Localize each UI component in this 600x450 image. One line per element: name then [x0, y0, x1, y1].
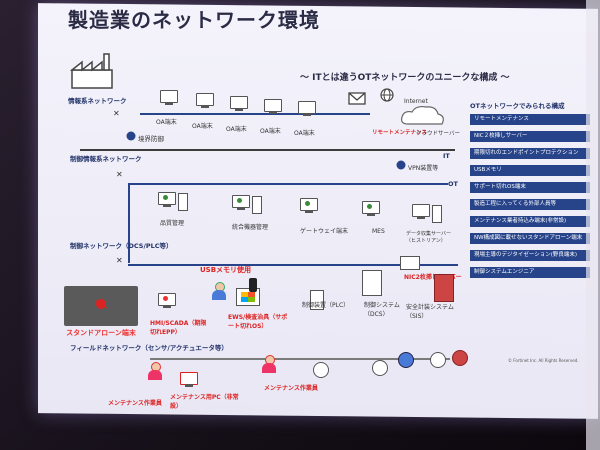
quality-label: 品質管理 [160, 220, 185, 227]
screen-edge [586, 0, 600, 450]
integrated-cabinet [252, 196, 262, 214]
oa-terminal-4 [264, 99, 282, 114]
vpn-label: VPN装置等 [408, 165, 439, 172]
windows-logo-icon [241, 292, 255, 302]
nic2-server [400, 256, 420, 270]
control-info-network-line [128, 183, 448, 185]
panel-title: OTネットワークでみられる構成 [470, 102, 565, 110]
valve-icon-4 [452, 350, 468, 366]
panel-item: 制御システムエンジニア [470, 267, 590, 278]
oa-label-2: OA端末 [192, 123, 213, 130]
hmi-alert-icon [163, 296, 168, 301]
data-server-pc [412, 204, 430, 219]
remote-maint-label: リモートメンテナンス [372, 130, 427, 136]
cross-icon-1: ✕ [113, 109, 120, 118]
standalone-label: スタンドアローン端末 [66, 329, 136, 337]
plc-cabinet [310, 290, 324, 310]
oa-terminal-2 [196, 93, 214, 108]
vertical-trunk [128, 183, 130, 263]
cross-icon-2: ✕ [116, 170, 123, 179]
plc-label: 制御装置（PLC） [302, 302, 350, 309]
oa-terminal-3 [230, 96, 248, 111]
panel-item: NW構成図に載せないスタンドアローン端末 [470, 233, 590, 244]
bug-icon [94, 299, 108, 309]
oa-label-1: OA端末 [156, 119, 177, 126]
cloud-server-label: クラウドサーバー [416, 131, 460, 137]
ews-terminal [236, 288, 260, 306]
control-network-label: 制御ネットワーク（DCS/PLC等） [70, 242, 173, 250]
usb-user-icon [212, 282, 226, 300]
ews-label: EWS/検査治具（サポート切れOS） [228, 314, 288, 330]
internet-label: Internet [404, 98, 428, 105]
dcs-cabinet [362, 270, 382, 296]
oa-terminal-1 [160, 90, 178, 105]
shield-icon [126, 131, 136, 141]
slide-title: 製造業のネットワーク環境 [68, 8, 320, 32]
mes-status-icon [367, 204, 372, 209]
oa-terminal-5 [298, 101, 316, 116]
maint-pc-label: メンテナンス用PC（非常設） [170, 394, 239, 410]
hmi-label: HMI/SCADA（期限切れEPP） [150, 320, 207, 336]
panel-item: メンテナンス業者持込み端末(非常設) [470, 216, 590, 227]
data-server-label: データ収集サーバー（ヒストリアン） [406, 231, 451, 244]
field-network-label: フィールドネットワーク（センサ/アクチュエータ等） [70, 344, 228, 352]
factory-icon [70, 53, 113, 89]
quality-status-icon [163, 195, 168, 200]
sis-cabinet [434, 274, 454, 302]
gauge-icon-1 [313, 362, 329, 378]
maint-pc-icon [180, 372, 198, 387]
oa-label-4: OA端末 [260, 128, 281, 135]
mes-label: MES [372, 228, 385, 235]
integrated-status-icon [237, 198, 242, 203]
sis-label: 安全計装システム（SIS） [406, 304, 454, 320]
oa-label-3: OA端末 [226, 126, 247, 133]
control-network-line [128, 264, 458, 266]
valve-icon-3 [430, 352, 446, 368]
control-info-network-label: 制御情報系ネットワーク [70, 155, 142, 163]
info-network-label: 情報系ネットワーク [68, 97, 127, 105]
nic2-label: NIC2枚挿しサーバー [404, 274, 462, 281]
dcs-label: 制御システム（DCS） [364, 302, 400, 318]
it-ot-divider [80, 149, 455, 151]
boundary-label: 境界防御 [138, 135, 164, 143]
globe-icon [380, 88, 394, 102]
valve-icon-1 [372, 360, 388, 376]
standalone-terminal: スタンドアローン端末 [64, 286, 138, 337]
field-network-line [150, 358, 450, 360]
maint-worker-label-2: メンテナンス作業員 [264, 385, 318, 392]
info-network-line [140, 113, 370, 115]
panel-item: NIC２枚挿しサーバー [470, 131, 590, 142]
valve-icon-2 [398, 352, 414, 368]
maint-worker-icon-1 [148, 362, 162, 380]
integrated-label: 統合機器管理 [232, 224, 269, 231]
ot-label: OT [448, 180, 458, 188]
gateway-label: ゲートウェイ端末 [300, 228, 349, 235]
vpn-icon [396, 160, 406, 170]
usb-icon [249, 278, 257, 292]
panel-item: 現場主導のデジタイゼーション(野良端末) [470, 250, 590, 261]
panel-item: 製造工程に入ってくる外部人員等 [470, 199, 590, 210]
panel-item: リモートメンテナンス [470, 114, 590, 125]
slide-subtitle: 〜 ITとは違うOTネットワークのユニークな構成 〜 [300, 73, 510, 83]
oa-label-5: OA端末 [294, 130, 315, 137]
it-label: IT [443, 152, 450, 160]
usb-use-label: USBメモリ使用 [200, 266, 252, 274]
cloud-server-icon [401, 105, 444, 125]
panel-item: 期限切れのエンドポイントプロテクション [470, 148, 590, 159]
mail-icon [348, 92, 366, 105]
copyright-footer: © Fortinet Inc. All Rights Reserved. [508, 358, 579, 363]
cross-icon-3: ✕ [116, 256, 123, 265]
data-server-cabinet [432, 205, 442, 223]
panel-item: サポート切れOS端末 [470, 182, 590, 193]
gateway-status-icon [305, 201, 310, 206]
quality-cabinet [178, 193, 188, 211]
maint-worker-icon-2 [262, 355, 276, 373]
ot-config-panel: OTネットワークでみられる構成 リモートメンテナンス NIC２枚挿しサーバー 期… [470, 100, 590, 290]
maint-worker-label-1: メンテナンス作業員 [108, 400, 162, 407]
panel-item: USBメモリ [470, 165, 590, 176]
